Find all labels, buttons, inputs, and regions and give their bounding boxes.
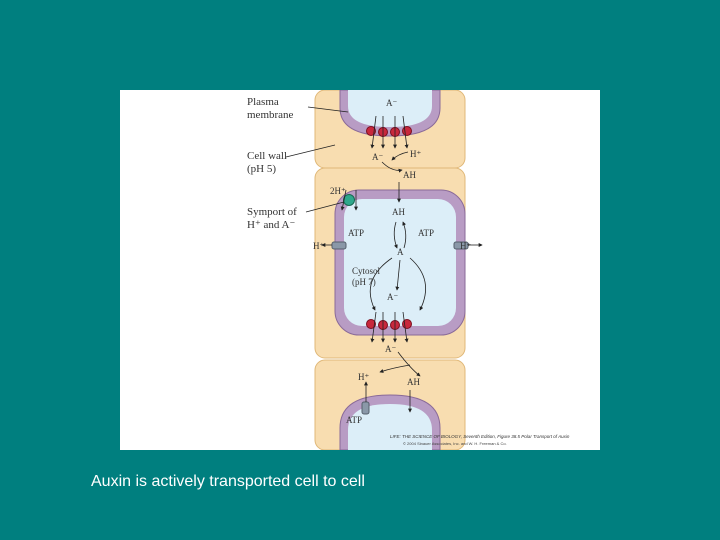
label-proton-wall-top: H⁺ xyxy=(410,149,421,159)
label-cell-wall-1: Cell wall xyxy=(247,150,287,162)
label-atp-left: ATP xyxy=(348,228,364,238)
top-cell-cytosol xyxy=(348,90,432,127)
bottom-cell-cytosol xyxy=(348,404,432,450)
label-atp-bottom: ATP xyxy=(346,415,362,425)
leader-line xyxy=(307,106,349,113)
label-acid-wall-top: AH xyxy=(403,170,416,180)
arrow xyxy=(395,259,401,291)
proton-pump-right xyxy=(453,241,469,250)
arrow xyxy=(402,311,409,343)
auxin-transport-diagram: Plasma membrane Cell wall (pH 5) Symport… xyxy=(247,90,570,450)
arrow xyxy=(402,115,409,149)
label-plasma-membrane-2: membrane xyxy=(247,109,294,121)
label-cell-wall-2: (pH 5) xyxy=(247,163,276,175)
label-cytosol-1: Cytosol xyxy=(352,266,381,276)
label-cytosol-2: (pH 7) xyxy=(352,277,376,287)
label-proton-wall-bottom: H⁺ xyxy=(358,372,369,382)
arrow xyxy=(369,257,393,311)
label-symport-1: Symport of xyxy=(247,206,297,218)
arrow xyxy=(379,364,411,373)
arrow xyxy=(397,351,421,377)
label-anion-wall-top: A⁻ xyxy=(372,152,383,162)
proton-pump-bottom xyxy=(361,401,370,415)
symporter xyxy=(343,194,355,206)
arrow xyxy=(370,115,377,149)
label-anion-top: A⁻ xyxy=(386,98,397,108)
label-proton-left: H⁺ xyxy=(313,241,324,251)
label-two-protons: 2H⁺ xyxy=(330,186,346,196)
label-anion-plain: A xyxy=(397,247,404,257)
arrow xyxy=(340,189,347,211)
figure-copyright: © 2004 Sinauer Associates, Inc. and W. H… xyxy=(403,441,507,446)
label-anion-wall-bottom: A⁻ xyxy=(385,344,396,354)
label-acid-cytosol: AH xyxy=(392,207,405,217)
efflux-carrier xyxy=(366,319,376,329)
label-plasma-membrane-1: Plasma xyxy=(247,96,279,108)
label-acid-wall-bottom: AH xyxy=(407,377,420,387)
arrow xyxy=(409,257,427,311)
leader-line xyxy=(285,144,336,158)
arrow xyxy=(391,151,409,161)
figure-credit: LIFE: THE SCIENCE OF BIOLOGY, Seventh Ed… xyxy=(390,434,570,439)
arrow xyxy=(393,221,398,249)
arrow xyxy=(402,221,407,249)
leader-line xyxy=(305,201,345,213)
label-anion-cytosol: A⁻ xyxy=(387,292,398,302)
proton-pump-left xyxy=(331,241,347,250)
label-atp-right: ATP xyxy=(418,228,434,238)
label-proton-right: H⁺ xyxy=(460,241,471,251)
slide-caption: Auxin is actively transported cell to ce… xyxy=(91,473,365,490)
auxin-transport-figure: Plasma membrane Cell wall (pH 5) Symport… xyxy=(120,90,600,450)
arrow xyxy=(381,161,403,173)
efflux-carrier xyxy=(366,126,376,136)
arrow xyxy=(370,311,377,343)
label-symport-2: H⁺ and A⁻ xyxy=(247,219,295,231)
efflux-carrier xyxy=(402,126,412,136)
